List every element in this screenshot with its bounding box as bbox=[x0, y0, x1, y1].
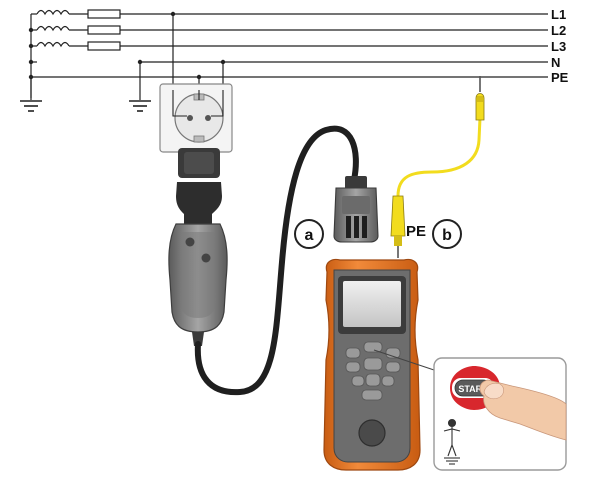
l1-fuse bbox=[87, 9, 121, 19]
l3-fuse bbox=[87, 41, 121, 51]
pe-plug bbox=[390, 195, 406, 258]
test-cable bbox=[194, 125, 359, 396]
plug-collar bbox=[176, 182, 222, 226]
pe-probe-lead bbox=[396, 117, 482, 242]
label-n: N bbox=[551, 55, 560, 70]
grounded-person-icon bbox=[443, 418, 461, 465]
schuko-socket-icon bbox=[159, 83, 233, 153]
start-inset: START bbox=[433, 357, 567, 471]
supply-lines bbox=[30, 9, 548, 100]
inset-pointer bbox=[373, 349, 441, 373]
start-button-label: START bbox=[458, 384, 488, 394]
l2-coil bbox=[36, 25, 70, 32]
tester-meter bbox=[323, 258, 421, 471]
plug-indicator-1 bbox=[185, 237, 195, 247]
callout-b: b bbox=[432, 219, 462, 249]
key-right-low[interactable] bbox=[381, 375, 395, 387]
ground-icon bbox=[20, 100, 42, 112]
key-center[interactable] bbox=[363, 357, 383, 371]
line-labels: L1 L2 L3 N PE bbox=[551, 7, 569, 85]
callout-a-label: a bbox=[305, 227, 314, 244]
key-left-top[interactable] bbox=[345, 347, 361, 359]
junction-dots bbox=[28, 11, 226, 80]
key-center-low[interactable] bbox=[365, 373, 381, 387]
meter-keypad bbox=[345, 341, 401, 401]
label-pe: PE bbox=[551, 70, 569, 85]
meter-start-button[interactable] bbox=[358, 419, 386, 447]
key-left-mid[interactable] bbox=[345, 361, 361, 373]
callout-a: a bbox=[294, 219, 324, 249]
key-bottom[interactable] bbox=[361, 389, 383, 401]
callout-b-label: b bbox=[442, 227, 452, 244]
finger-press-icon bbox=[479, 379, 567, 441]
pe-tip-label: PE bbox=[406, 223, 426, 240]
plug-indicator-2 bbox=[201, 253, 211, 263]
socket-wiring bbox=[172, 90, 224, 117]
meter-screen[interactable] bbox=[343, 281, 401, 327]
plug-adapter bbox=[168, 148, 228, 346]
key-top[interactable] bbox=[363, 341, 383, 353]
label-l3: L3 bbox=[551, 39, 566, 54]
connector-a bbox=[333, 176, 379, 243]
l1-coil bbox=[36, 9, 70, 16]
label-l1: L1 bbox=[551, 7, 566, 22]
label-l2: L2 bbox=[551, 23, 566, 38]
pe-probe-tip bbox=[475, 76, 485, 121]
l3-coil bbox=[36, 41, 70, 48]
l2-fuse bbox=[87, 25, 121, 35]
key-left-low[interactable] bbox=[351, 375, 365, 387]
key-right-mid[interactable] bbox=[385, 361, 401, 373]
ground-icon bbox=[129, 100, 151, 112]
